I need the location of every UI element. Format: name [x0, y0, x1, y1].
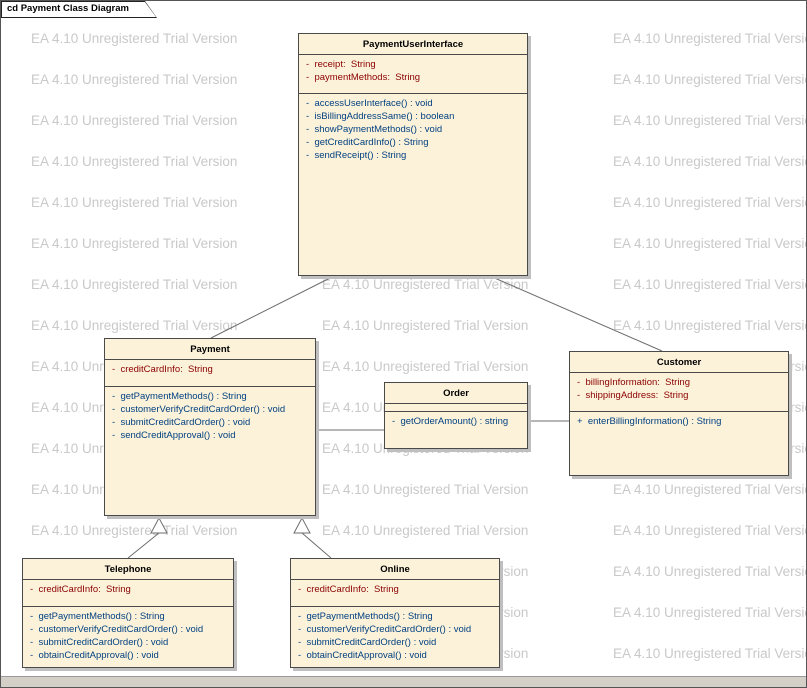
class-attribute: - paymentMethods: String: [306, 72, 421, 83]
class-payment[interactable]: Payment - creditCardInfo: String - getPa…: [104, 338, 316, 516]
watermark-text: EA 4.10 Unregistered Trial Version: [31, 154, 238, 169]
class-operation: - sendReceipt() : String: [306, 150, 407, 161]
class-attribute: - creditCardInfo: String: [112, 364, 213, 375]
watermark-text: EA 4.10 Unregistered Trial Version: [31, 72, 238, 87]
watermark-text: EA 4.10 Unregistered Trial Version: [613, 318, 806, 333]
class-paymentuserinterface[interactable]: PaymentUserInterface - receipt: String -…: [298, 33, 528, 276]
watermark-text: EA 4.10 Unregistered Trial Version: [322, 482, 529, 497]
generalization-online-payment[interactable]: [301, 532, 332, 559]
attributes-compartment: - creditCardInfo: String: [105, 360, 315, 387]
class-title: Order: [385, 383, 527, 404]
class-operation: + enterBillingInformation() : String: [577, 416, 722, 427]
diagram-frame-tab[interactable]: cd Payment Class Diagram: [1, 1, 157, 18]
class-attribute: - shippingAddress: String: [577, 390, 689, 401]
diagram-title: cd Payment Class Diagram: [7, 3, 129, 14]
watermark-text: EA 4.10 Unregistered Trial Version: [31, 318, 238, 333]
generalization-arrowhead-telephone: [150, 516, 168, 534]
class-operation: - obtainCreditApproval() : void: [30, 650, 159, 661]
class-operation: - getPaymentMethods() : String: [298, 611, 433, 622]
class-operation: - getPaymentMethods() : String: [112, 391, 247, 402]
association-paymentuserinterface-payment[interactable]: [210, 275, 335, 339]
watermark-text: EA 4.10 Unregistered Trial Version: [613, 113, 806, 128]
watermark-text: EA 4.10 Unregistered Trial Version: [613, 646, 806, 661]
association-paymentuserinterface-customer[interactable]: [489, 275, 663, 352]
class-online[interactable]: Online - creditCardInfo: String - getPay…: [290, 558, 500, 668]
watermark-text: EA 4.10 Unregistered Trial Version: [613, 154, 806, 169]
operations-compartment: - getPaymentMethods() : String - custome…: [105, 387, 315, 515]
watermark-text: EA 4.10 Unregistered Trial Version: [322, 318, 529, 333]
operations-compartment: - getOrderAmount() : string: [385, 412, 527, 448]
class-title: PaymentUserInterface: [299, 34, 527, 55]
class-operation: - showPaymentMethods() : void: [306, 124, 443, 135]
watermark-text: EA 4.10 Unregistered Trial Version: [613, 236, 806, 251]
operations-compartment: - accessUserInterface() : void - isBilli…: [299, 94, 527, 275]
class-order[interactable]: Order - getOrderAmount() : string: [384, 382, 528, 449]
watermark-text: EA 4.10 Unregistered Trial Version: [613, 195, 806, 210]
watermark-text: EA 4.10 Unregistered Trial Version: [31, 523, 238, 538]
class-attribute: - creditCardInfo: String: [298, 584, 399, 595]
class-operation: - getPaymentMethods() : String: [30, 611, 165, 622]
watermark-text: EA 4.10 Unregistered Trial Version: [613, 72, 806, 87]
class-operation: - customerVerifyCreditCardOrder() : void: [298, 624, 472, 635]
class-operation: - getOrderAmount() : string: [392, 416, 509, 427]
watermark-text: EA 4.10 Unregistered Trial Version: [31, 31, 238, 46]
operations-compartment: - getPaymentMethods() : String - custome…: [291, 607, 499, 667]
attributes-compartment: [385, 404, 527, 412]
class-operation: - submitCreditCardOrder() : void: [112, 417, 251, 428]
watermark-text: EA 4.10 Unregistered Trial Version: [322, 523, 529, 538]
watermark-text: EA 4.10 Unregistered Trial Version: [613, 482, 806, 497]
class-title: Online: [291, 559, 499, 580]
class-title: Payment: [105, 339, 315, 360]
class-operation: - submitCreditCardOrder() : void: [30, 637, 169, 648]
attributes-compartment: - receipt: String - paymentMethods: Stri…: [299, 55, 527, 94]
generalization-telephone-payment[interactable]: [127, 532, 160, 559]
class-attribute: - receipt: String: [306, 59, 376, 70]
class-operation: - obtainCreditApproval() : void: [298, 650, 427, 661]
watermark-text: EA 4.10 Unregistered Trial Version: [613, 31, 806, 46]
watermark-text: EA 4.10 Unregistered Trial Version: [322, 277, 529, 292]
watermark-text: EA 4.10 Unregistered Trial Version: [613, 605, 806, 620]
attributes-compartment: - billingInformation: String - shippingA…: [570, 373, 788, 412]
watermark-text: EA 4.10 Unregistered Trial Version: [31, 236, 238, 251]
attributes-compartment: - creditCardInfo: String: [291, 580, 499, 607]
generalization-arrowhead-online: [293, 516, 311, 534]
watermark-text: EA 4.10 Unregistered Trial Version: [613, 277, 806, 292]
watermark-text: EA 4.10 Unregistered Trial Version: [31, 113, 238, 128]
class-operation: - getCreditCardInfo() : String: [306, 137, 429, 148]
class-operation: - sendCreditApproval() : void: [112, 430, 236, 441]
operations-compartment: - getPaymentMethods() : String - custome…: [23, 607, 233, 667]
class-attribute: - creditCardInfo: String: [30, 584, 131, 595]
class-title: Telephone: [23, 559, 233, 580]
class-customer[interactable]: Customer - billingInformation: String - …: [569, 351, 789, 476]
operations-compartment: + enterBillingInformation() : String: [570, 412, 788, 475]
class-telephone[interactable]: Telephone - creditCardInfo: String - get…: [22, 558, 234, 668]
attributes-compartment: - creditCardInfo: String: [23, 580, 233, 607]
class-title: Customer: [570, 352, 788, 373]
watermark-text: EA 4.10 Unregistered Trial Version: [31, 195, 238, 210]
watermark-text: EA 4.10 Unregistered Trial Version: [613, 523, 806, 538]
class-operation: - accessUserInterface() : void: [306, 98, 433, 109]
class-attribute: - billingInformation: String: [577, 377, 690, 388]
diagram-tab-fill: [2, 2, 156, 17]
class-operation: - customerVerifyCreditCardOrder() : void: [112, 404, 286, 415]
watermark-text: EA 4.10 Unregistered Trial Version: [322, 359, 529, 374]
watermark-text: EA 4.10 Unregistered Trial Version: [613, 564, 806, 579]
horizontal-scrollbar[interactable]: [1, 676, 806, 687]
watermark-text: EA 4.10 Unregistered Trial Version: [31, 277, 238, 292]
class-operation: - isBillingAddressSame() : boolean: [306, 111, 455, 122]
class-operation: - submitCreditCardOrder() : void: [298, 637, 437, 648]
class-operation: - customerVerifyCreditCardOrder() : void: [30, 624, 204, 635]
